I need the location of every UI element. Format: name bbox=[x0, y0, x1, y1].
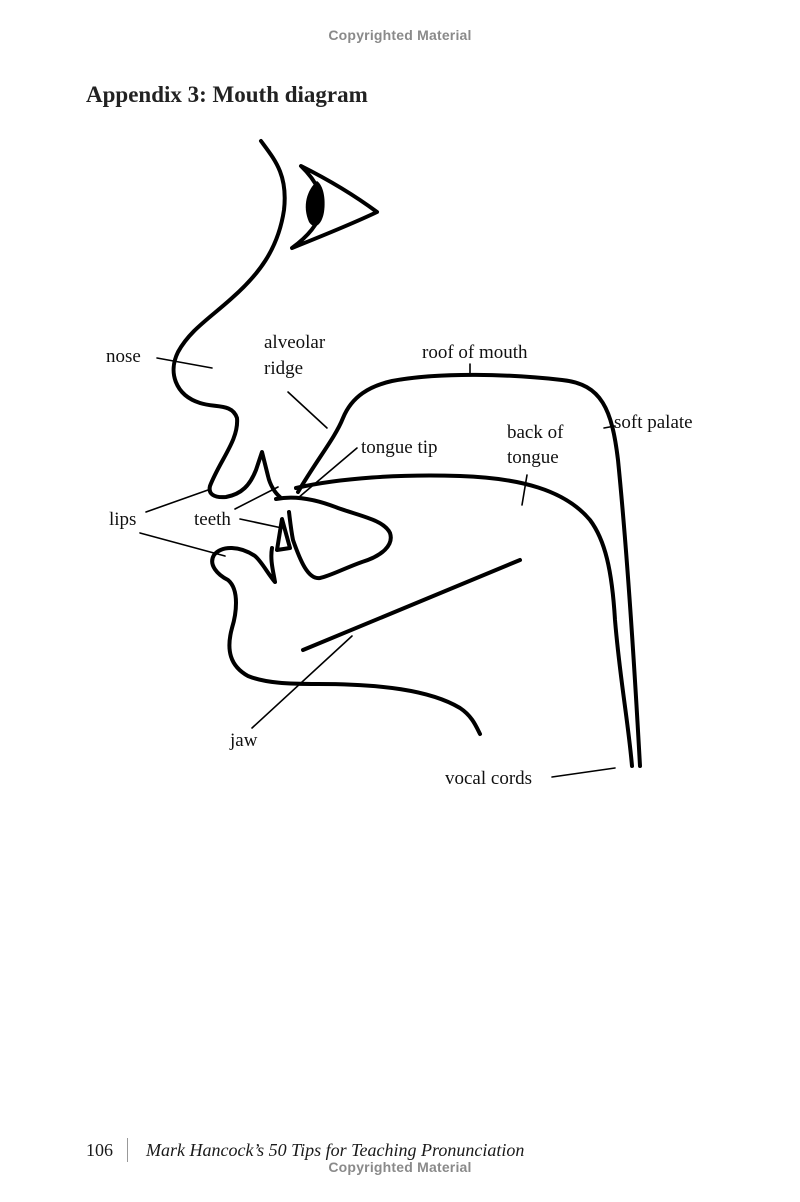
copyright-watermark-top: Copyrighted Material bbox=[328, 27, 472, 43]
tongue-tip-leader bbox=[297, 447, 358, 499]
teeth-upper-leader bbox=[234, 486, 279, 510]
eye-iris bbox=[305, 181, 325, 227]
diagram-labels: nose alveolar ridge roof of mouth soft p… bbox=[106, 332, 693, 789]
vocal-cords-leader bbox=[551, 767, 616, 778]
label-roof-of-mouth: roof of mouth bbox=[422, 342, 528, 363]
head-outline bbox=[171, 139, 642, 768]
lips-lower-leader bbox=[139, 532, 226, 557]
back-of-tongue-leader bbox=[521, 474, 528, 506]
label-back-of-tongue-line1: back of bbox=[507, 422, 564, 443]
label-vocal-cords: vocal cords bbox=[445, 768, 532, 789]
label-alveolar-ridge-line1: alveolar bbox=[264, 332, 326, 353]
nose-leader bbox=[156, 357, 213, 369]
label-jaw: jaw bbox=[229, 730, 258, 751]
roof-and-throat bbox=[296, 372, 642, 768]
label-back-of-tongue-line2: tongue bbox=[507, 447, 559, 468]
alveolar-ridge-leader bbox=[287, 391, 328, 429]
lower-lip-chin bbox=[210, 546, 482, 736]
page-footer: 106 Mark Hancock’s 50 Tips for Teaching … bbox=[86, 1138, 524, 1162]
page-number: 106 bbox=[86, 1139, 113, 1160]
leader-lines bbox=[139, 357, 616, 778]
lower-teeth bbox=[275, 517, 292, 552]
jaw-line bbox=[301, 558, 522, 652]
page-heading: Appendix 3: Mouth diagram bbox=[86, 82, 368, 107]
book-title: Mark Hancock’s 50 Tips for Teaching Pron… bbox=[146, 1139, 525, 1160]
label-teeth: teeth bbox=[194, 509, 231, 530]
label-soft-palate: soft palate bbox=[614, 412, 693, 433]
footer-separator bbox=[127, 1138, 128, 1162]
lips-upper-leader bbox=[145, 489, 209, 513]
label-alveolar-ridge-line2: ridge bbox=[264, 358, 303, 379]
copyright-watermark-bottom: Copyrighted Material bbox=[328, 1159, 472, 1175]
label-lips: lips bbox=[109, 509, 136, 530]
soft-palate-leader bbox=[603, 425, 616, 429]
tongue-outline bbox=[274, 495, 393, 581]
label-nose: nose bbox=[106, 346, 141, 367]
jaw-leader bbox=[251, 635, 353, 729]
eye-outline bbox=[290, 164, 379, 250]
teeth-lower-leader bbox=[239, 518, 283, 529]
label-tongue-tip: tongue tip bbox=[361, 437, 438, 458]
tongue-back-throat bbox=[294, 473, 634, 768]
face-profile bbox=[171, 139, 287, 500]
